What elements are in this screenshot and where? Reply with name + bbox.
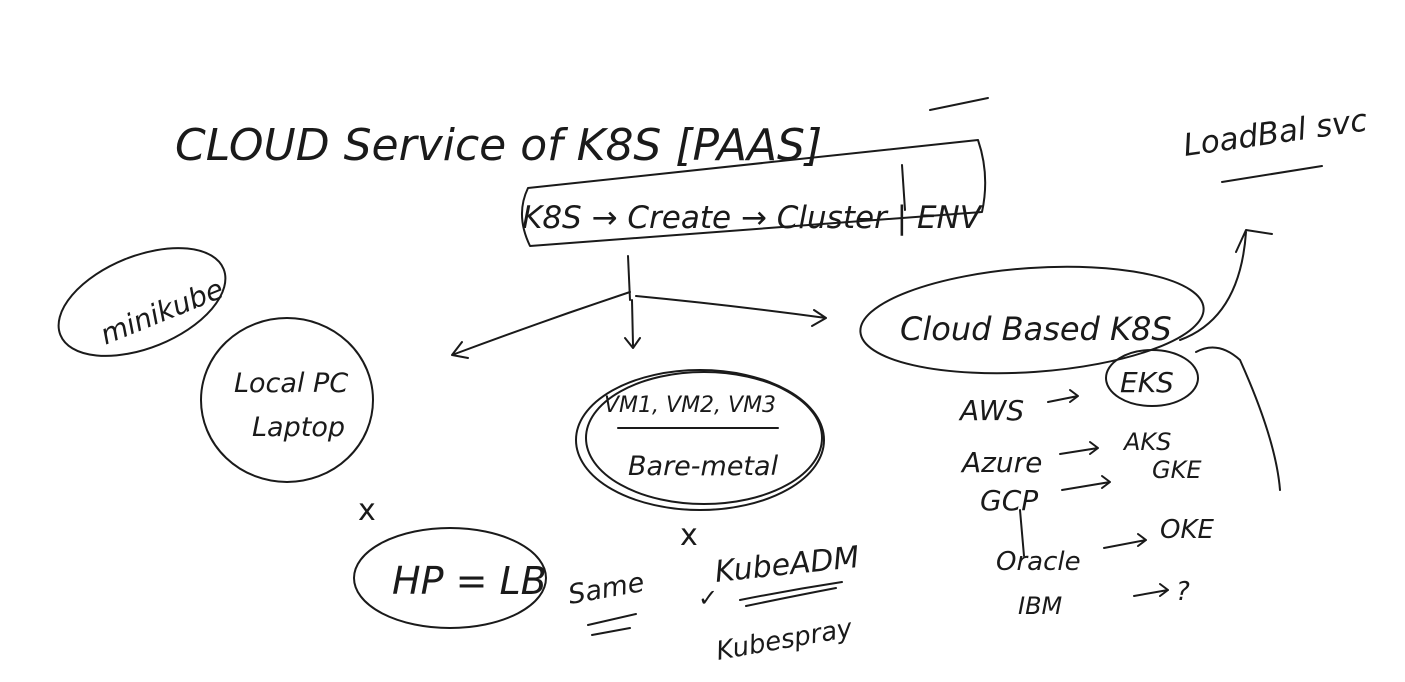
vms-label: VM1, VM2, VM3 <box>604 393 776 418</box>
branch-arrow-center <box>624 299 641 349</box>
laptop-label: Laptop <box>252 412 345 443</box>
arrow-azure <box>1059 441 1099 455</box>
hp-lb-bubble <box>353 527 547 629</box>
arrow-oracle <box>1103 533 1147 549</box>
cross-mark-center: x <box>680 518 698 553</box>
arrow-aws <box>1047 389 1079 403</box>
loadbal-label: LoadBal svc <box>1181 102 1369 163</box>
provider-service-azure: AKS <box>1122 428 1171 456</box>
title-bracket-underline <box>929 97 989 111</box>
provider-name-azure: Azure <box>960 446 1042 479</box>
cross-mark-left: x <box>358 493 376 528</box>
kubespray-label: Kubespray <box>714 613 855 667</box>
provider-service-oracle: OKE <box>1160 515 1215 545</box>
cloud-based-bubble <box>859 265 1205 375</box>
eks-bracket <box>1195 346 1281 491</box>
local-pc-bubble <box>200 317 374 483</box>
kubeadm-underline <box>739 581 843 607</box>
eks-bubble <box>1105 349 1199 407</box>
bare-metal-label: Bare-metal <box>628 451 779 482</box>
same-underline <box>587 613 637 636</box>
cloud-based-label: Cloud Based K8S <box>900 310 1172 348</box>
provider-name-oracle: Oracle <box>996 547 1081 577</box>
same-label: Same <box>566 567 647 611</box>
local-pc-label: Local PC <box>234 368 348 399</box>
provider-name-aws: AWS <box>958 394 1024 427</box>
flow-text: K8S → Create → Cluster | ENV <box>522 200 984 236</box>
page-title: CLOUD Service of K8S [PAAS] <box>175 120 822 171</box>
flow-box-divider <box>901 164 906 211</box>
gcp-to-oracle-connector <box>1019 509 1025 557</box>
provider-name-gcp: GCP <box>980 484 1038 517</box>
vm-bubble <box>575 369 825 511</box>
arrow-gcp <box>1061 475 1111 491</box>
loadbal-underline <box>1221 165 1323 183</box>
tick-mark: ✓ <box>698 584 718 612</box>
arrow-ibm <box>1133 583 1169 597</box>
provider-name-ibm: IBM <box>1018 592 1063 620</box>
provider-service-ibm: ? <box>1176 577 1190 607</box>
provider-service-gcp: GKE <box>1152 456 1202 484</box>
branch-arrow-right <box>635 295 827 327</box>
vm-bubble-outline <box>585 371 823 505</box>
provider-service-aws: EKS <box>1120 366 1174 399</box>
hp-lb-label: HP = LB <box>392 559 547 603</box>
flow-box <box>521 139 987 247</box>
branch-arrow-left <box>451 291 631 359</box>
minikube-bubble <box>57 247 227 357</box>
loadbal-arrow <box>1179 229 1273 341</box>
